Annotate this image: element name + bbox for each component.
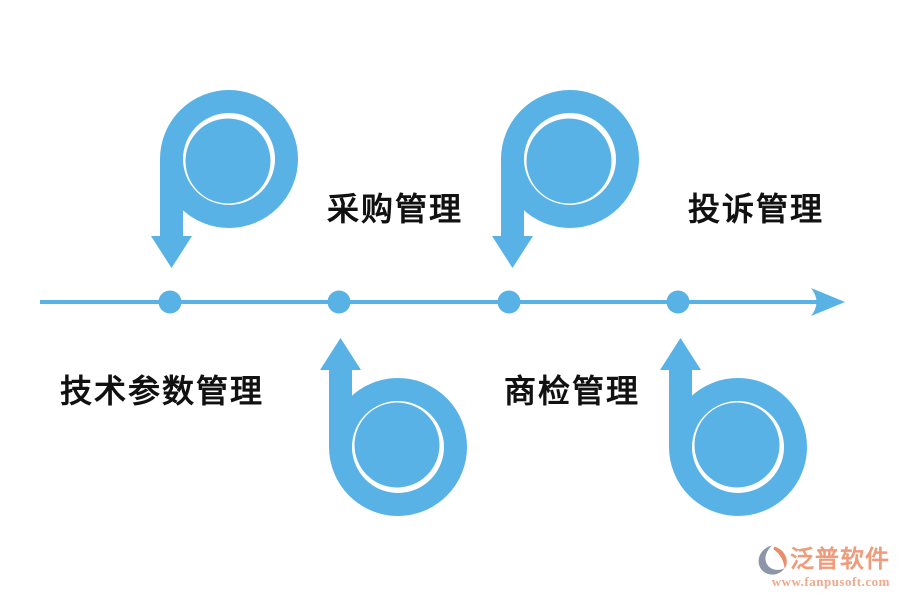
loop-arrow-up-icon-2 xyxy=(660,338,796,505)
timeline-node-dot-4 xyxy=(666,290,690,314)
timeline-node-dot-3 xyxy=(497,290,521,314)
watermark-brand: 泛普软件 xyxy=(790,545,890,573)
timeline-node-dot-2 xyxy=(327,290,351,314)
node-label-inspection-mgmt: 商检管理 xyxy=(504,373,641,409)
watermark: 泛普软件 www.fanpusoft.com xyxy=(758,545,890,590)
loop-arrow-down-icon-1 xyxy=(151,102,287,269)
loop-arrow-up-icon-1 xyxy=(320,338,456,505)
watermark-url: www.fanpusoft.com xyxy=(771,574,890,589)
loop-arrow-down-icon-2 xyxy=(492,102,628,269)
timeline-node-dot-1 xyxy=(158,290,182,314)
fanpu-logo-icon xyxy=(758,545,787,575)
node-label-tech-parameter-mgmt: 技术参数管理 xyxy=(60,373,265,409)
timeline-arrowhead-icon xyxy=(811,288,845,316)
node-label-complaint-mgmt: 投诉管理 xyxy=(688,191,825,227)
node-label-procurement-mgmt: 采购管理 xyxy=(327,191,464,227)
